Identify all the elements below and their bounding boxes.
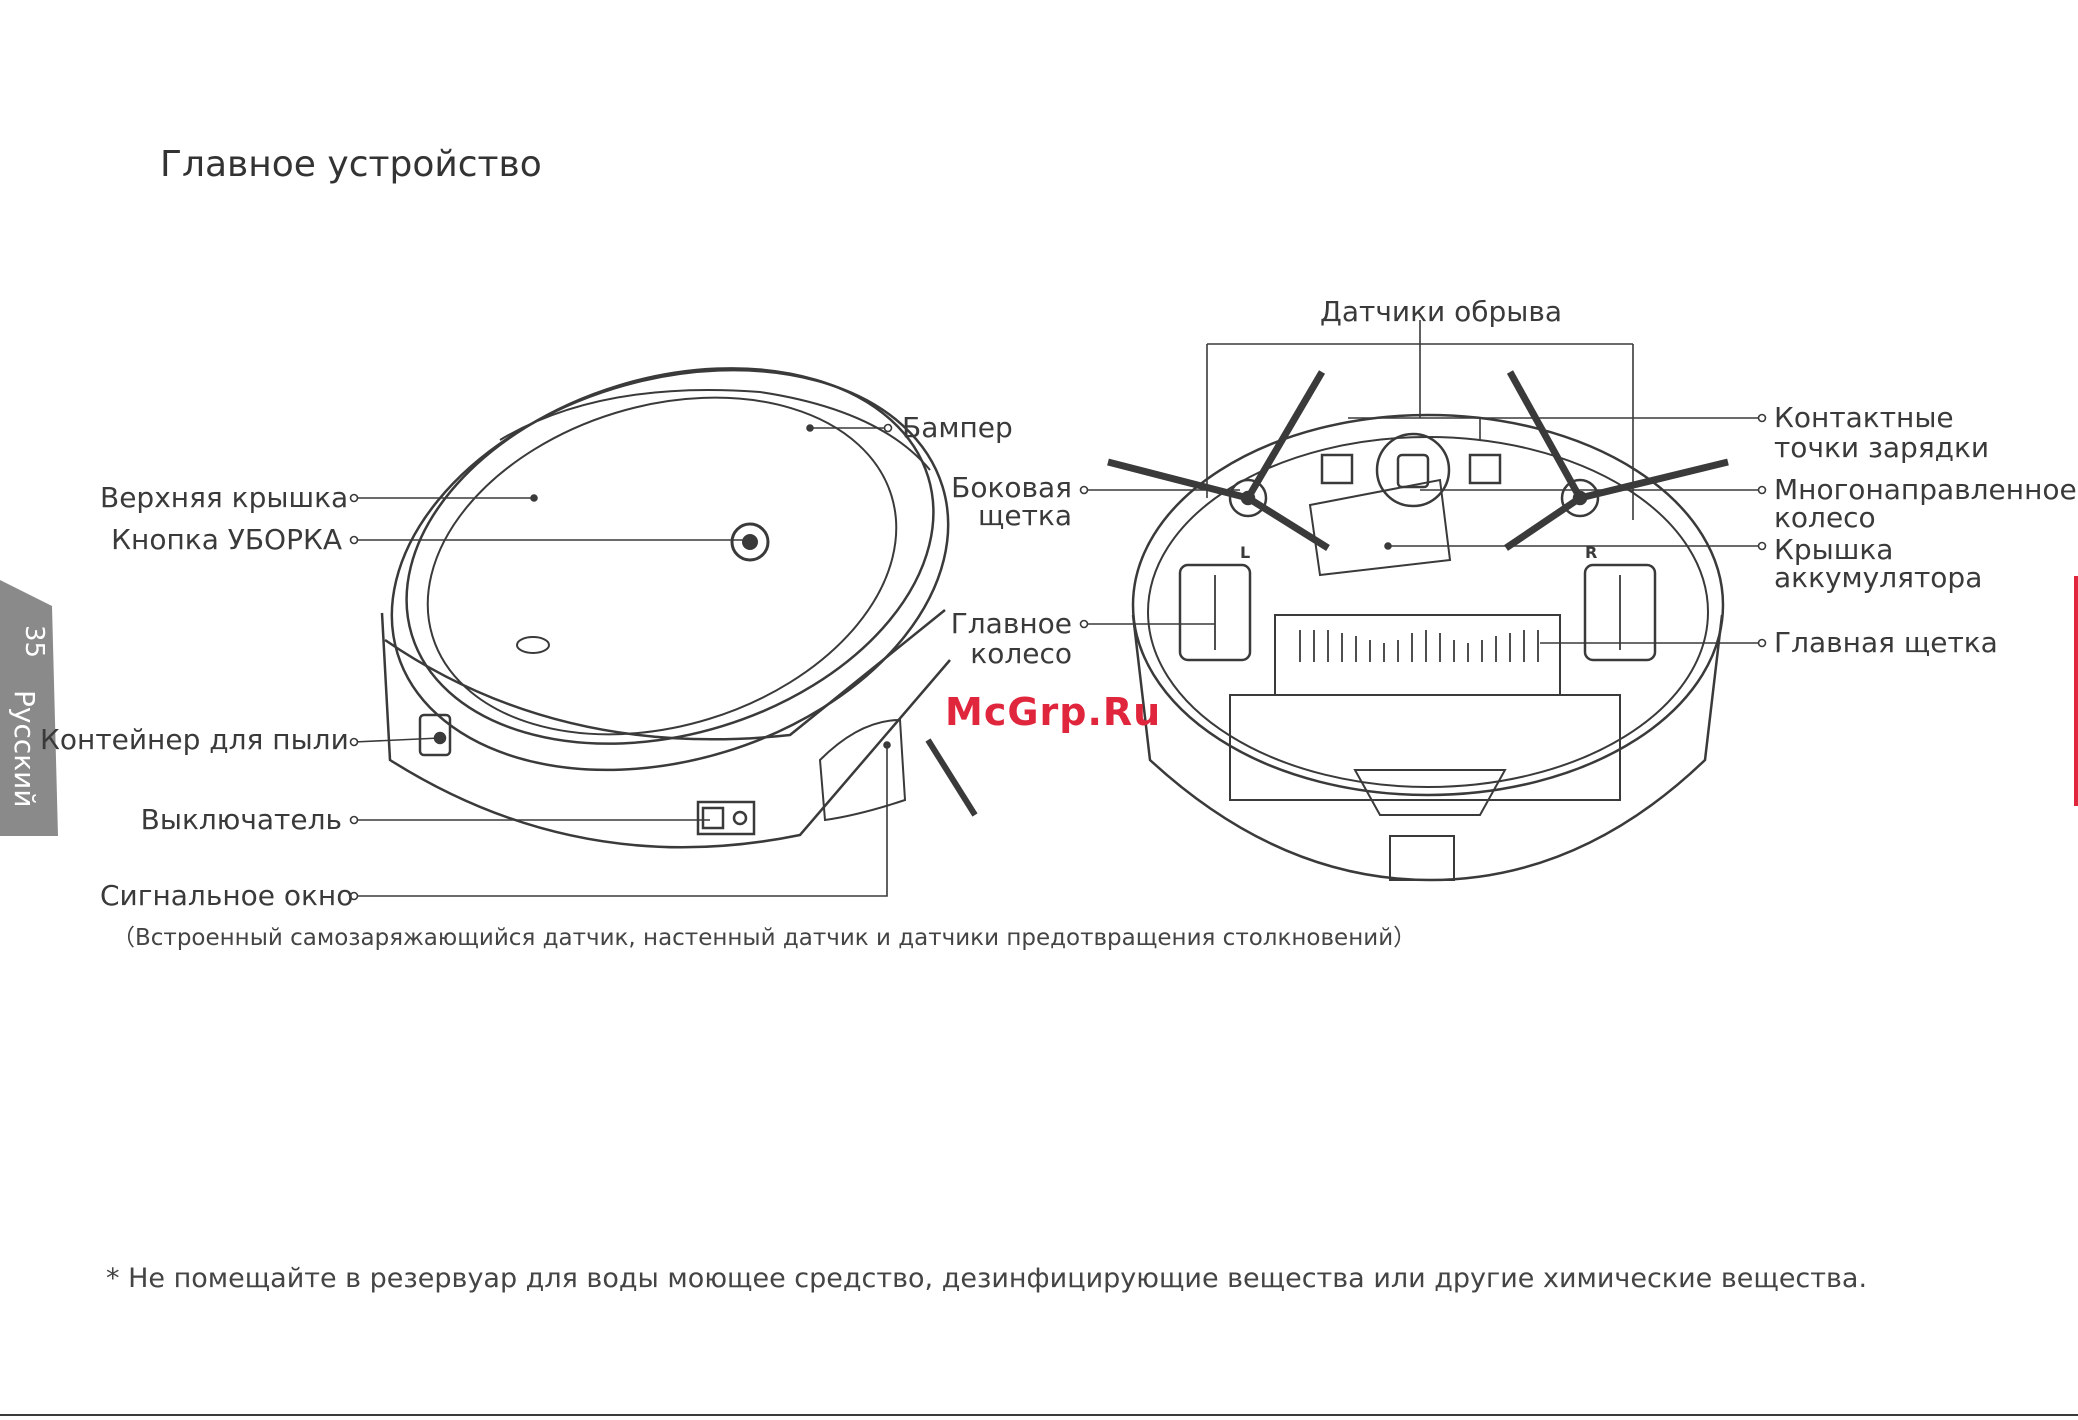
label-main-wheel-line2: колесо (970, 637, 1072, 670)
label-side-brush-line2: щетка (978, 499, 1072, 532)
label-main-brush: Главная щетка (1774, 626, 1998, 659)
right-edge-mark (2074, 576, 2078, 806)
label-charge-contacts-line1: Контактные (1774, 401, 1954, 434)
label-top-cover: Верхняя крышка (100, 481, 349, 514)
label-main-wheel-line1: Главное (950, 607, 1072, 640)
language-tab: 35 Русский (0, 580, 58, 836)
language-label: Русский (8, 690, 41, 808)
page-number: 35 (19, 625, 49, 658)
label-omni-wheel-line2: колесо (1774, 501, 1876, 534)
page-title: Главное устройство (160, 144, 542, 185)
label-power-switch: Выключатель (140, 803, 342, 836)
watermark: McGrp.Ru (945, 690, 1162, 734)
label-bumper: Бампер (902, 411, 1013, 444)
wheel-mark-right: R (1585, 543, 1597, 562)
label-signal-window: Сигнальное окно (100, 879, 354, 912)
label-cliff-sensors: Датчики обрыва (1320, 295, 1563, 328)
footnote: * Не помещайте в резервуар для воды моющ… (106, 1263, 1868, 1294)
label-dust-container: Контейнер для пыли (40, 723, 349, 756)
label-battery-cover-line2: аккумулятора (1774, 561, 1983, 594)
robot-top-view (380, 367, 978, 849)
wheel-mark-left: L (1240, 543, 1250, 562)
label-battery-cover-line1: Крышка (1774, 533, 1894, 566)
label-side-brush-line1: Боковая (951, 471, 1072, 504)
bottom-rule (0, 1414, 2078, 1416)
label-clean-button: Кнопка УБОРКА (111, 523, 342, 556)
label-charge-contacts-line2: точки зарядки (1774, 431, 1990, 464)
label-omni-wheel-line1: Многонаправленное (1774, 473, 2077, 506)
robot-bottom-view (1107, 370, 1729, 882)
signal-window-note: （Встроенный самозаряжающийся датчик, нас… (112, 925, 1417, 951)
leader-lines (349, 320, 1767, 901)
